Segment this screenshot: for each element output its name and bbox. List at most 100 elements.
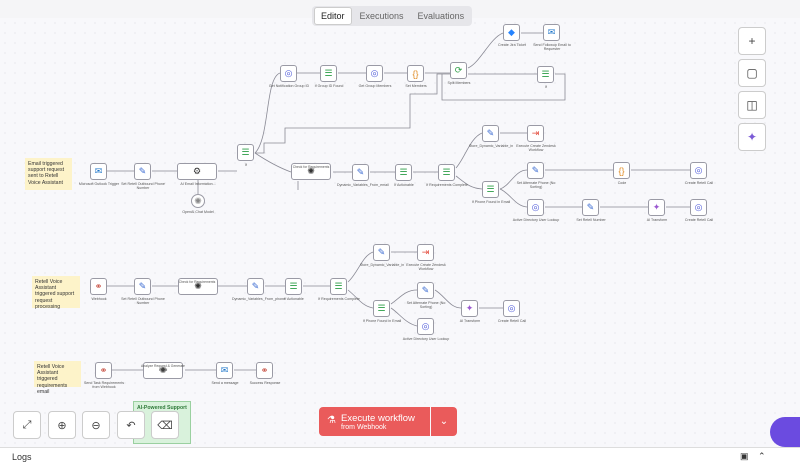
node-label: Create Retell Call — [497, 319, 527, 323]
node-label: Split Members — [447, 81, 471, 85]
pencil-icon: ✎ — [586, 202, 595, 212]
outlook-node[interactable]: ✉ — [543, 24, 560, 41]
switch-icon: ☰ — [541, 69, 550, 79]
execute-workflow-button[interactable]: ⚗ Execute workflow from Webhook — [319, 407, 430, 436]
fit-view-button[interactable]: ⤢ — [13, 411, 41, 439]
zoom-in-button[interactable]: ⊕ — [48, 411, 76, 439]
globe-icon: ◎ — [694, 202, 703, 212]
pencil-icon: ✎ — [138, 166, 147, 176]
chat-launcher[interactable] — [770, 417, 800, 447]
sparkle-icon: ✦ — [652, 202, 661, 212]
if-node[interactable]: ☰ — [395, 164, 412, 181]
if-node[interactable]: ☰ — [285, 278, 302, 295]
set-node[interactable]: ✎ — [134, 278, 151, 295]
tab-evaluations[interactable]: Evaluations — [417, 11, 465, 21]
sticky-note[interactable]: Retell Voice Assistant triggered require… — [34, 361, 81, 395]
execute-workflow-node[interactable]: ⇥ — [527, 125, 544, 142]
outlook-node[interactable]: ✉ — [216, 362, 233, 379]
popout-icon[interactable]: ▣ — [740, 451, 749, 461]
analyze-request-node[interactable]: ✺ — [143, 362, 183, 379]
check-requirements-node[interactable]: ✺ — [178, 278, 218, 295]
connections — [105, 32, 690, 371]
node-label: Check for Requirements — [292, 165, 330, 169]
node-label: If Group ID Found — [314, 84, 344, 88]
set-node[interactable]: ✎ — [134, 163, 151, 180]
node-label: AI Transform — [459, 319, 481, 323]
http-node[interactable]: ◎ — [280, 65, 297, 82]
respond-webhook-node[interactable]: ⚭ — [256, 362, 273, 379]
switch-icon: ☰ — [377, 303, 386, 313]
add-node-button[interactable]: + — [738, 27, 766, 55]
node-label: Active Directory User Lookup — [512, 218, 560, 222]
execute-dropdown-button[interactable]: ⌄ — [431, 407, 457, 436]
if-node[interactable]: ☰ — [482, 181, 499, 198]
if-node[interactable]: ☰ — [438, 164, 455, 181]
webhook-node[interactable]: ⚭ — [90, 278, 107, 295]
code-node[interactable]: {} — [407, 65, 424, 82]
http-node[interactable]: ◎ — [503, 300, 520, 317]
openai-icon: ✺ — [159, 365, 167, 375]
if-node[interactable]: ☰ — [373, 300, 390, 317]
if-node[interactable]: ☰ — [330, 278, 347, 295]
sticky-note-button[interactable]: ▢ — [738, 59, 766, 87]
node-label: Code — [617, 181, 627, 185]
zoom-out-button[interactable]: ⊖ — [82, 411, 110, 439]
panel-toggle-button[interactable]: ◫ — [738, 91, 766, 119]
jira-node[interactable]: ◆ — [503, 24, 520, 41]
ai-assistant-button[interactable]: ✦ — [738, 123, 766, 151]
tab-executions[interactable]: Executions — [359, 11, 404, 21]
tidy-up-button[interactable]: ⌫ — [151, 411, 179, 439]
globe-icon: ◎ — [507, 303, 516, 313]
node-label: Webhook — [91, 297, 107, 301]
set-node[interactable]: ✎ — [352, 164, 369, 181]
ai-transform-node[interactable]: ✦ — [648, 199, 665, 216]
logs-panel-bar[interactable]: Logs ▣ ⌃ — [0, 447, 800, 466]
if-node[interactable]: ☰ — [537, 66, 554, 83]
node-label: Execute Create Zendesk Workflow — [516, 144, 556, 153]
node-label: Store_Dynamic_Variable_in — [468, 144, 514, 148]
node-label: Success Response — [249, 381, 281, 385]
workflow-canvas[interactable]: Email triggered support request sent to … — [0, 18, 800, 447]
set-node[interactable]: ✎ — [582, 199, 599, 216]
switch-icon: ☰ — [289, 281, 298, 291]
chevron-up-icon[interactable]: ⌃ — [758, 451, 766, 461]
node-label: Analyze Request & Generate Email — [141, 364, 185, 373]
http-node[interactable]: ◎ — [527, 199, 544, 216]
set-node[interactable]: ✎ — [247, 278, 264, 295]
set-node[interactable]: ✎ — [527, 162, 544, 179]
http-node[interactable]: ◎ — [690, 199, 707, 216]
set-node[interactable]: ✎ — [417, 282, 434, 299]
webhook-icon: ⚭ — [260, 365, 269, 375]
sticky-note[interactable]: Retell Voice Assistant triggered support… — [32, 276, 80, 310]
undo-icon: ↶ — [126, 419, 136, 432]
http-node[interactable]: ◎ — [366, 65, 383, 82]
ai-transform-node[interactable]: ✦ — [461, 300, 478, 317]
http-node[interactable]: ◎ — [690, 162, 707, 179]
node-label: Send a message — [211, 381, 239, 385]
loop-node[interactable]: ⟳ — [450, 62, 467, 79]
webhook-node[interactable]: ⚭ — [95, 362, 112, 379]
undo-button[interactable]: ↶ — [117, 411, 145, 439]
set-node[interactable]: ✎ — [373, 244, 390, 261]
chat-model-node[interactable]: ✺ — [191, 194, 205, 208]
code-node[interactable]: {} — [613, 162, 630, 179]
outlook-trigger-node[interactable]: ✉ — [90, 163, 107, 180]
robot-icon: ⚙ — [192, 166, 202, 176]
node-label: Get Notification Group ID — [268, 84, 310, 88]
http-node[interactable]: ◎ — [417, 318, 434, 335]
sticky-note[interactable]: Email triggered support request sent to … — [25, 158, 72, 190]
set-node[interactable]: ✎ — [482, 125, 499, 142]
tab-editor[interactable]: Editor — [314, 7, 352, 25]
if-node[interactable]: ☰ — [320, 65, 337, 82]
webhook-icon: ⚭ — [94, 281, 103, 291]
globe-icon: ◎ — [284, 68, 293, 78]
switch-node[interactable]: ☰ — [237, 144, 254, 161]
pencil-icon: ✎ — [486, 128, 495, 138]
pencil-icon: ✎ — [531, 165, 540, 175]
code-icon: {} — [618, 165, 625, 176]
execute-workflow-node[interactable]: ⇥ — [417, 244, 434, 261]
node-label: Execute Create Zendesk Workflow — [406, 263, 446, 272]
ai-agent-node[interactable]: ⚙ — [177, 163, 217, 180]
check-requirements-node[interactable]: ✺ — [291, 163, 331, 180]
outlook-icon: ✉ — [220, 365, 229, 375]
